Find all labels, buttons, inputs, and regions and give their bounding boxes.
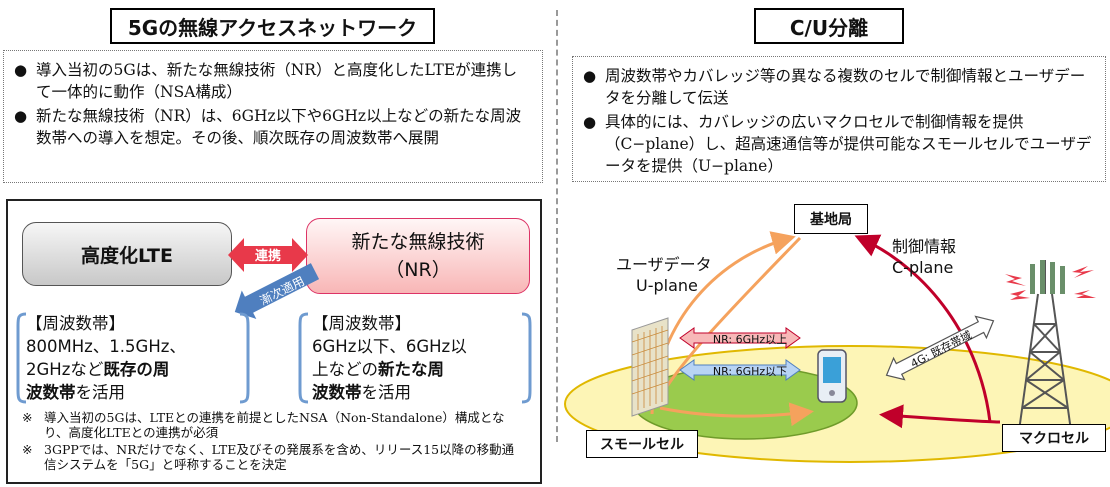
new-radio-label-line1: 新たな無線技術 bbox=[351, 231, 485, 253]
macro-tower-icon bbox=[1017, 260, 1073, 439]
cu-split-illustration bbox=[564, 231, 1110, 463]
nr-above-6ghz-arrow bbox=[679, 327, 801, 349]
notes: ※ 導入当初の5Gは、LTEとの連携を前提としたNSA（Non-Standalo… bbox=[22, 410, 522, 472]
lte-existing-band-arrow bbox=[885, 315, 995, 381]
link-label: 連携 bbox=[254, 249, 281, 264]
tower-antennas-icon bbox=[1030, 260, 1065, 294]
freq-existing-title: 【周波数帯】 bbox=[26, 314, 125, 333]
right-bracket-icon bbox=[298, 312, 532, 404]
small-cell-antenna-icon bbox=[631, 317, 669, 417]
right-bullet-box: ● 周波数帯やカバレッジ等の異なる複数のセルで制御情報とユーザデータを分離して伝… bbox=[572, 56, 1106, 182]
gradual-apply-arrow-icon bbox=[234, 263, 320, 319]
base-station-label: 基地局 bbox=[794, 204, 868, 234]
note-1: ※ 導入当初の5Gは、LTEとの連携を前提としたNSA（Non-Standalo… bbox=[22, 410, 522, 440]
control-info-label-line2: C-plane bbox=[892, 258, 954, 277]
freq-new-block: 【周波数帯】 6GHz以下、6GHz以 上などの新たな周 波数帯を活用 bbox=[312, 312, 522, 404]
left-title: 5Gの無線アクセスネットワーク bbox=[110, 8, 435, 44]
freq-new-line2: 上などの新たな周 bbox=[312, 360, 444, 379]
enhanced-lte-box: 高度化LTE bbox=[22, 222, 232, 286]
note-2-text: 3GPPでは、NRだけでなく、LTE及びその発展系を含め、リリース15以降の移動… bbox=[44, 442, 515, 472]
enhanced-lte-label: 高度化LTE bbox=[81, 244, 173, 267]
bullet-dot: ● bbox=[583, 67, 597, 85]
bullet-dot: ● bbox=[14, 61, 28, 79]
signal-bolt-icon bbox=[1005, 266, 1096, 300]
right-bullet-1-text: 周波数帯やカバレッジ等の異なる複数のセルで制御情報とユーザデータを分離して伝送 bbox=[605, 67, 1086, 107]
note-mark: ※ bbox=[22, 410, 33, 425]
right-bullet-2: ● 具体的には、カバレッジの広いマクロセルで制御情報を提供（C−plane）し、… bbox=[583, 111, 1095, 177]
bullet-dot: ● bbox=[583, 113, 597, 131]
left-bullet-box: ● 導入当初の5Gは、新たな無線技術（NR）と高度化したLTEが連携して一体的に… bbox=[3, 50, 543, 183]
freq-existing-block: 【周波数帯】 800MHz、1.5GHz、 2GHzなど既存の周 波数帯を活用 bbox=[26, 312, 236, 404]
nr-below-6ghz-arrow bbox=[679, 359, 801, 381]
freq-existing-line3: 波数帯を活用 bbox=[26, 383, 125, 402]
left-bullet-2-text: 新たな無線技術（NR）は、6GHz以下や6GHz以上などの新たな周波数帯への導入… bbox=[36, 107, 522, 147]
left-bullet-2: ● 新たな無線技術（NR）は、6GHz以下や6GHz以上などの新たな周波数帯への… bbox=[14, 105, 532, 149]
smartphone-icon bbox=[817, 349, 847, 403]
user-data-label-line1: ユーザデータ bbox=[616, 255, 712, 274]
user-data-label-line2: U-plane bbox=[636, 276, 698, 295]
freq-new-line1: 6GHz以下、6GHz以 bbox=[312, 337, 467, 356]
macro-cell-label: マクロセル bbox=[1002, 424, 1106, 452]
nr-below-6ghz-label: NR: 6GHz以下 bbox=[712, 365, 788, 378]
note-1-text: 導入当初の5Gは、LTEとの連携を前提としたNSA（Non-Standalone… bbox=[44, 410, 505, 440]
freq-new-title: 【周波数帯】 bbox=[312, 314, 411, 333]
control-info-label: 制御情報 C-plane bbox=[892, 236, 1012, 278]
user-data-label: ユーザデータ U-plane bbox=[616, 254, 766, 296]
right-bullet-2-text: 具体的には、カバレッジの広いマクロセルで制御情報を提供（C−plane）し、超高… bbox=[605, 113, 1092, 175]
new-radio-label-line2: （NR） bbox=[385, 259, 451, 281]
note-mark: ※ bbox=[22, 442, 33, 457]
small-cell-label: スモールセル bbox=[586, 430, 698, 458]
bullet-dot: ● bbox=[14, 107, 28, 125]
left-bracket-icon bbox=[16, 312, 250, 404]
right-title: C/U分離 bbox=[754, 8, 904, 44]
link-arrow-icon bbox=[228, 238, 308, 272]
note-2: ※ 3GPPでは、NRだけでなく、LTE及びその発展系を含め、リリース15以降の… bbox=[22, 442, 522, 472]
nr-above-6ghz-label: NR: 6GHz以上 bbox=[712, 333, 788, 346]
new-radio-box: 新たな無線技術 （NR） bbox=[306, 218, 530, 294]
left-bullet-1-text: 導入当初の5Gは、新たな無線技術（NR）と高度化したLTEが連携して一体的に動作… bbox=[36, 61, 518, 101]
freq-existing-line1: 800MHz、1.5GHz、 bbox=[26, 337, 186, 356]
control-info-label-line1: 制御情報 bbox=[892, 237, 957, 256]
panel-divider bbox=[556, 10, 558, 442]
freq-existing-line2: 2GHzなど既存の周 bbox=[26, 360, 170, 379]
right-bullet-1: ● 周波数帯やカバレッジ等の異なる複数のセルで制御情報とユーザデータを分離して伝… bbox=[583, 65, 1095, 109]
left-bullet-1: ● 導入当初の5Gは、新たな無線技術（NR）と高度化したLTEが連携して一体的に… bbox=[14, 59, 532, 103]
freq-new-line3: 波数帯を活用 bbox=[312, 383, 411, 402]
